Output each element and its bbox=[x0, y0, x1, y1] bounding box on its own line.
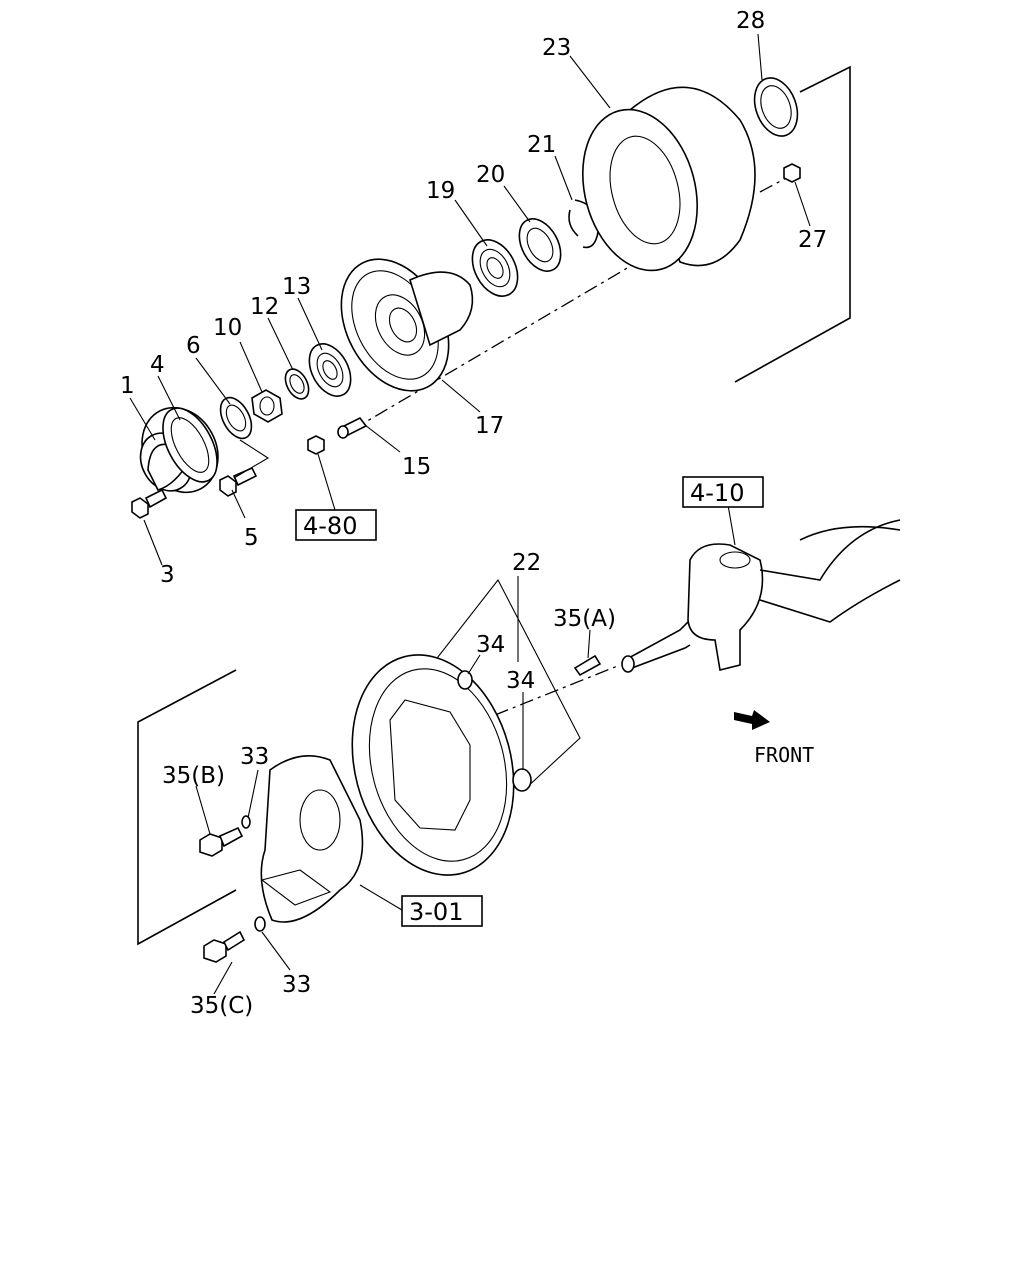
nut-10 bbox=[251, 389, 283, 423]
steering-knuckle bbox=[621, 543, 764, 673]
callout-4: 4 bbox=[150, 352, 165, 378]
callout-1: 1 bbox=[120, 373, 135, 399]
nut-27 bbox=[783, 163, 801, 183]
ref-4-10-label: 4-10 bbox=[690, 479, 744, 507]
caliper-bracket bbox=[260, 754, 364, 923]
callout-33b: 33 bbox=[282, 972, 311, 998]
callout-35c: 35(C) bbox=[190, 993, 253, 1019]
ref-3-01-label: 3-01 bbox=[409, 898, 463, 926]
leaders-22 bbox=[419, 576, 581, 791]
callout-5: 5 bbox=[244, 525, 259, 551]
bolt-5 bbox=[219, 466, 258, 497]
ref-4-80-label: 4-80 bbox=[303, 512, 357, 540]
callout-15: 15 bbox=[402, 454, 431, 480]
callout-28: 28 bbox=[736, 8, 765, 34]
group-bracket-upper bbox=[734, 65, 851, 383]
callout-12: 12 bbox=[250, 294, 279, 320]
callout-10: 10 bbox=[213, 315, 242, 341]
leaders-upper bbox=[129, 33, 811, 566]
callout-17: 17 bbox=[475, 413, 504, 439]
ref-box-4-80[interactable]: 4-80 bbox=[295, 509, 377, 541]
callout-35b: 35(B) bbox=[162, 763, 225, 789]
bearing-19 bbox=[471, 239, 519, 297]
callout-33a: 33 bbox=[240, 744, 269, 770]
seal-ring-28 bbox=[753, 77, 799, 137]
callout-34a: 34 bbox=[476, 632, 505, 658]
callout-23: 23 bbox=[542, 35, 571, 61]
callout-22: 22 bbox=[512, 550, 541, 576]
group-bracket-lower bbox=[137, 669, 237, 946]
callout-3: 3 bbox=[160, 562, 175, 588]
callout-34b: 34 bbox=[506, 668, 535, 694]
gasket bbox=[162, 407, 218, 483]
axis-line-upper bbox=[351, 236, 681, 431]
ref-box-3-01[interactable]: 3-01 bbox=[401, 895, 483, 927]
callout-6: 6 bbox=[186, 333, 201, 359]
arrow-right-icon bbox=[734, 710, 770, 730]
bolt-35a bbox=[573, 654, 602, 677]
seal-6 bbox=[219, 396, 253, 440]
plug-34a bbox=[457, 670, 473, 690]
wheel-hub bbox=[340, 258, 474, 392]
leader-bracket-5-6 bbox=[233, 439, 270, 479]
callout-21: 21 bbox=[527, 132, 556, 158]
callout-35a: 35(A) bbox=[553, 606, 616, 632]
bolt-35b bbox=[199, 826, 244, 857]
backing-plate bbox=[351, 654, 515, 876]
washer-33b bbox=[254, 916, 266, 932]
stud-15 bbox=[337, 416, 368, 439]
bearing-13 bbox=[308, 343, 352, 397]
axle-beam bbox=[759, 519, 901, 623]
ref-box-4-10[interactable]: 4-10 bbox=[682, 476, 764, 508]
nut-small bbox=[307, 435, 325, 455]
seal-20 bbox=[518, 218, 562, 272]
bolt-35c bbox=[203, 930, 246, 963]
washer-33a bbox=[241, 815, 251, 829]
leaders-lower bbox=[195, 504, 736, 995]
callout-27: 27 bbox=[798, 227, 827, 253]
bolt-3 bbox=[131, 488, 168, 519]
washer-12 bbox=[284, 368, 310, 400]
callout-19: 19 bbox=[426, 178, 455, 204]
plug-34b bbox=[512, 768, 532, 792]
callout-13: 13 bbox=[282, 274, 311, 300]
callout-20: 20 bbox=[476, 162, 505, 188]
front-label: FRONT bbox=[754, 743, 814, 767]
brake-drum bbox=[581, 86, 756, 272]
